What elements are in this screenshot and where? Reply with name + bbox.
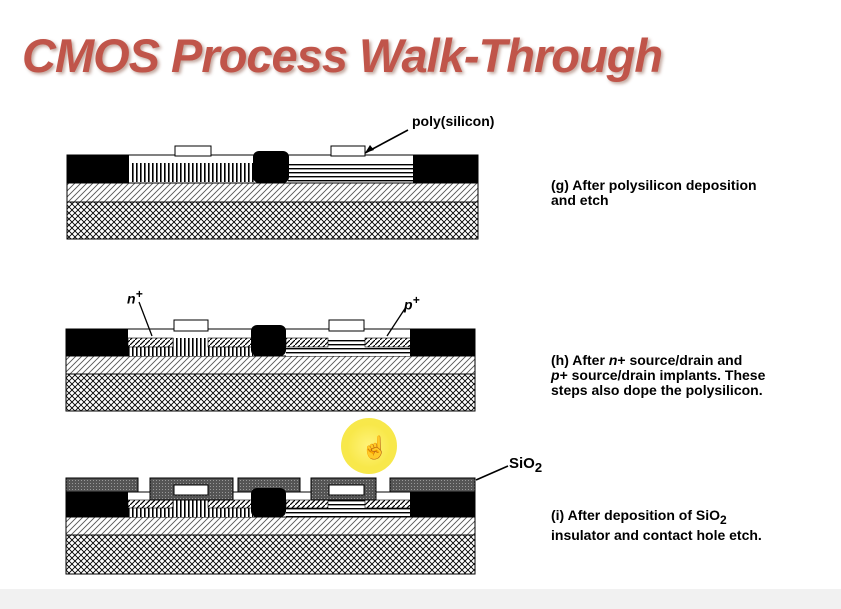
poly-label: poly(silicon): [412, 113, 495, 129]
caption-h: (h) After n+ source/drain and p+ source/…: [551, 353, 765, 398]
hand-pointer-icon: ☝: [361, 435, 389, 460]
pplus-label: p+: [404, 293, 420, 313]
caption-h-line3: steps also dope the polysilicon.: [551, 382, 763, 398]
sio2-label: SiO2: [509, 455, 543, 475]
caption-i: (i) After deposition of SiO2 insulator a…: [551, 508, 762, 543]
cursor-highlight: [341, 418, 397, 474]
caption-i-line1: (i) After deposition of SiO2: [551, 507, 727, 527]
nplus-label: n+: [127, 287, 143, 307]
diagram-h: [65, 301, 476, 412]
caption-i-line2: insulator and contact hole etch.: [551, 526, 762, 543]
caption-h-line2: p+ source/drain implants. These: [551, 367, 766, 383]
bottom-bar: [0, 589, 841, 609]
caption-g: (g) After polysilicon deposition and etc…: [551, 178, 757, 208]
page-title: CMOS Process Walk-Through: [22, 29, 663, 82]
process-diagrams: [65, 129, 509, 575]
caption-h-line1: (h) After n+ source/drain and: [551, 352, 743, 368]
diagram-i: [65, 465, 509, 575]
caption-g-line2: and etch: [551, 192, 609, 208]
diagram-g: [66, 129, 479, 240]
caption-g-line1: (g) After polysilicon deposition: [551, 177, 757, 193]
